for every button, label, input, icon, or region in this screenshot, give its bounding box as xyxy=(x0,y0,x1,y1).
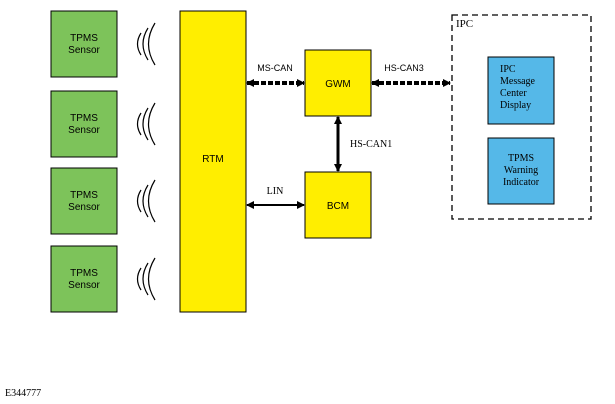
gwm-label: GWM xyxy=(325,79,351,90)
sensor-1-label-line2: Sensor xyxy=(68,45,100,56)
wireless-signal-icon xyxy=(136,22,156,66)
lin-connection: LIN xyxy=(246,186,305,209)
sensor-2-label-line2: Sensor xyxy=(68,125,100,136)
tpms-sensor-2: TPMS Sensor xyxy=(50,90,118,158)
gwm-module: GWM xyxy=(304,49,372,117)
warning-indicator-line1: TPMS xyxy=(508,153,534,164)
sensor-3-label-line1: TPMS xyxy=(70,190,98,201)
sensor-1-label-line1: TPMS xyxy=(70,33,98,44)
ms-can-connection: MS-CAN xyxy=(246,63,305,87)
warning-indicator-line2: Warning xyxy=(504,165,538,176)
ipc-container: IPC xyxy=(451,14,592,220)
hs-can1-label: HS-CAN1 xyxy=(350,139,392,150)
hs-can3-label: HS-CAN3 xyxy=(384,63,424,73)
figure-id: E344777 xyxy=(5,388,41,399)
tpms-sensor-4: TPMS Sensor xyxy=(50,245,118,313)
message-center-line1: IPC xyxy=(500,64,516,75)
wireless-signal-icon xyxy=(136,102,156,146)
sensor-4-label-line1: TPMS xyxy=(70,268,98,279)
bcm-module: BCM xyxy=(304,171,372,239)
lin-label: LIN xyxy=(267,186,284,197)
message-center-line4: Display xyxy=(500,100,531,111)
hs-can3-connection: HS-CAN3 xyxy=(371,63,451,87)
rtm-module: RTM xyxy=(179,10,247,313)
sensor-2-label-line1: TPMS xyxy=(70,113,98,124)
bcm-label: BCM xyxy=(327,201,349,212)
ipc-title: IPC xyxy=(456,18,473,30)
wireless-signal-icon xyxy=(136,179,156,223)
ipc-message-center-display: IPC Message Center Display xyxy=(487,56,555,125)
tpms-sensor-1: TPMS Sensor xyxy=(50,10,118,78)
message-center-line2: Message xyxy=(500,76,536,87)
wireless-signal-icon xyxy=(136,257,156,301)
sensor-4-label-line2: Sensor xyxy=(68,280,100,291)
sensor-3-label-line2: Sensor xyxy=(68,202,100,213)
hs-can1-connection: HS-CAN1 xyxy=(334,116,392,172)
tpms-warning-indicator: TPMS Warning Indicator xyxy=(487,137,555,205)
rtm-label: RTM xyxy=(202,154,223,165)
tpms-sensor-3: TPMS Sensor xyxy=(50,167,118,235)
message-center-line3: Center xyxy=(500,88,527,99)
ms-can-label: MS-CAN xyxy=(257,63,293,73)
warning-indicator-line3: Indicator xyxy=(503,177,540,188)
